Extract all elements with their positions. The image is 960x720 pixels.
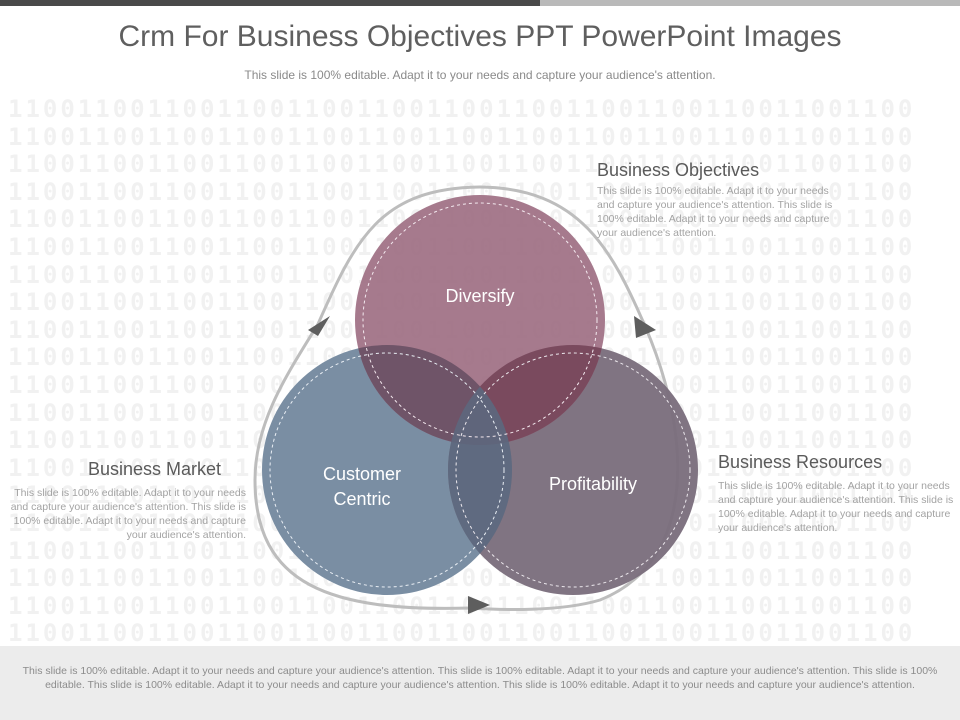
slide-title: Crm For Business Objectives PPT PowerPoi… <box>118 20 842 53</box>
arrow-head-icon <box>468 596 490 614</box>
slide-subtitle: This slide is 100% editable. Adapt it to… <box>244 68 716 82</box>
body-business-resources: This slide is 100% editable. Adapt it to… <box>718 480 954 534</box>
body-business-objectives: This slide is 100% editable. Adapt it to… <box>597 185 833 239</box>
heading-business-objectives: Business Objectives <box>597 160 760 180</box>
dashed-ring-customer-centric <box>269 352 505 588</box>
label-profitability: Profitability <box>549 474 637 494</box>
cycle-path <box>253 185 680 611</box>
dashed-ring-diversify <box>362 202 598 438</box>
dashed-ring-profitability <box>455 352 691 588</box>
top-accent-bar <box>0 0 960 6</box>
footer-band <box>0 646 960 720</box>
overlap-top-right <box>448 345 605 445</box>
label-customer-centric-line2: Centric <box>333 489 390 509</box>
overlap-top-left <box>355 345 512 445</box>
label-customer-centric-line1: Customer <box>323 464 401 484</box>
body-business-market: This slide is 100% editable. Adapt it to… <box>10 487 246 541</box>
label-diversify: Diversify <box>445 286 514 306</box>
heading-business-resources: Business Resources <box>718 452 883 472</box>
heading-business-market: Business Market <box>88 459 222 479</box>
arrow-head-icon <box>634 316 656 338</box>
top-accent-bar-light <box>540 0 960 6</box>
arrow-head-icon <box>308 316 330 336</box>
top-accent-bar-dark <box>0 0 540 6</box>
footer-text: This slide is 100% editable. Adapt it to… <box>22 665 938 691</box>
